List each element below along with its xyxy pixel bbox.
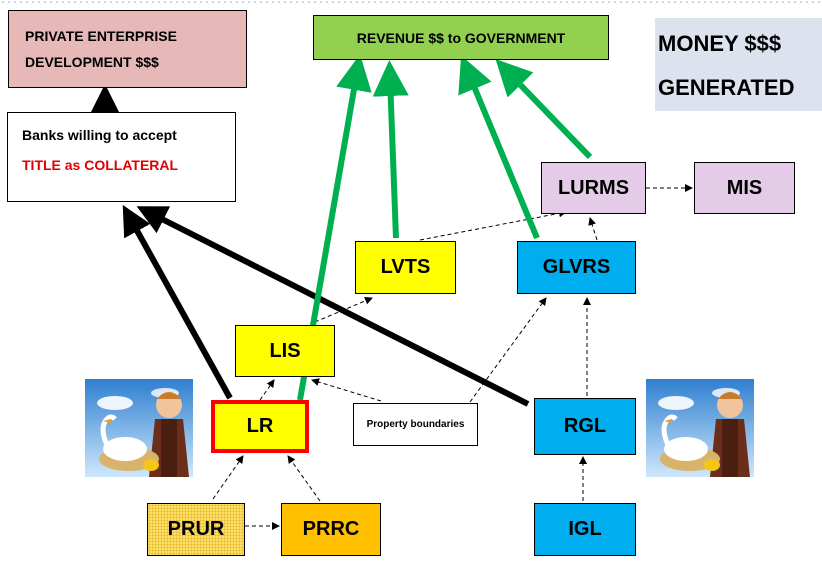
node-lis: LIS	[235, 325, 335, 377]
node-money-line2: GENERATED	[658, 75, 795, 100]
edge-lvts-lurms	[419, 209, 567, 241]
node-private-enterprise-line2: DEVELOPMENT $$$	[25, 54, 159, 70]
farmer-goose-golden-egg-icon	[646, 379, 754, 477]
node-mis-label: MIS	[726, 176, 763, 199]
node-lr: LR	[211, 400, 309, 453]
edge-prur-lr	[212, 455, 244, 500]
node-property-label: Property boundaries	[366, 419, 465, 430]
node-revenue-label: REVENUE $$ to GOVERNMENT	[356, 29, 566, 46]
node-banks: Banks willing to accept TITLE as COLLATE…	[7, 112, 236, 202]
node-money-line1: MONEY $$$	[658, 31, 782, 56]
picture-right	[646, 379, 754, 477]
node-private-enterprise: PRIVATE ENTERPRISE DEVELOPMENT $$$	[8, 10, 247, 88]
node-revenue: REVENUE $$ to GOVERNMENT	[313, 15, 609, 60]
node-lr-label: LR	[246, 415, 274, 437]
node-banks-line2: TITLE as COLLATERAL	[22, 157, 179, 173]
node-prur-label: PRUR	[167, 518, 225, 540]
picture-left	[85, 379, 193, 477]
edge-property-glvrs	[469, 297, 547, 403]
edge-glvrs-lurms	[588, 217, 598, 241]
node-lvts: LVTS	[355, 241, 456, 294]
node-money-generated: MONEY $$$ GENERATED	[655, 18, 822, 111]
farmer-goose-golden-egg-icon	[85, 379, 193, 477]
node-glvrs-label: GLVRS	[542, 256, 611, 278]
node-lis-label: LIS	[269, 339, 301, 362]
node-lurms: LURMS	[541, 162, 646, 214]
node-property-boundaries: Property boundaries	[353, 403, 478, 446]
node-lurms-label: LURMS	[557, 176, 630, 199]
node-prrc: PRRC	[281, 503, 381, 556]
node-igl-label: IGL	[568, 518, 602, 540]
top-dotted-border	[0, 0, 822, 4]
node-mis: MIS	[694, 162, 795, 214]
edge-prrc-lr	[287, 455, 321, 502]
node-banks-line1: Banks willing to accept	[22, 127, 177, 143]
edge-lurms-revenue	[495, 59, 593, 160]
node-igl: IGL	[534, 503, 636, 556]
node-prrc-label: PRRC	[302, 518, 360, 540]
edge-glvrs-revenue	[458, 55, 540, 240]
edge-lr-banks	[122, 204, 233, 400]
edge-rgl-banks	[136, 206, 530, 407]
edge-lvts-revenue	[372, 60, 409, 239]
edge-property-lis	[311, 378, 382, 402]
edge-lr-lis	[259, 379, 275, 401]
node-prur: PRUR	[147, 503, 245, 556]
node-rgl: RGL	[534, 398, 636, 455]
node-glvrs: GLVRS	[517, 241, 636, 294]
node-lvts-label: LVTS	[380, 256, 431, 278]
node-private-enterprise-line1: PRIVATE ENTERPRISE	[25, 28, 177, 44]
node-rgl-label: RGL	[563, 415, 607, 437]
